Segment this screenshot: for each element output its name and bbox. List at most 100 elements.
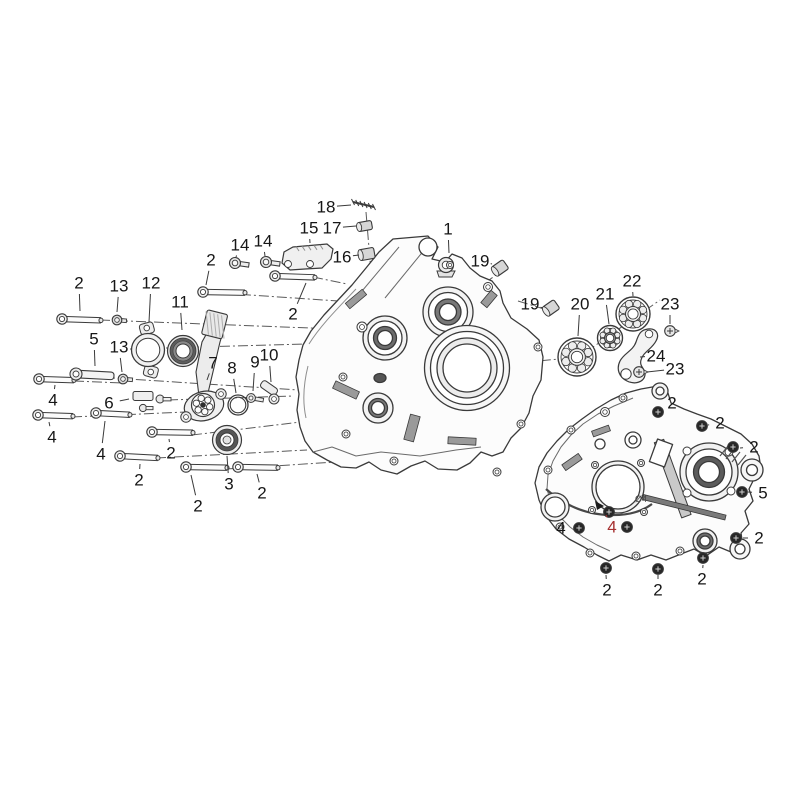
callout-number: 4 [96,445,105,464]
tower-rib [384,248,426,299]
cyl-face [356,222,363,232]
tower-hole [418,237,438,257]
bracket-part-15 [281,243,334,271]
callout-22: 22 [623,272,641,297]
callout-14: 14 [254,232,272,257]
flange-hole [492,467,502,477]
screw-socket [231,259,239,267]
leader-line [577,314,580,337]
bracket-hole [306,260,314,268]
callout-5: 5 [747,484,768,503]
leader-line [53,384,56,390]
installed-bolt-head [621,521,633,533]
callout-2: 2 [74,274,84,312]
left-bore-hole [376,329,394,347]
bracket-pad [260,380,278,396]
shaft-pad [648,438,674,468]
callout-number: 19 [471,252,490,271]
cover-center [135,337,161,363]
rotor-lobe [204,396,212,404]
left-crankcase-half [295,235,544,475]
bolt-tip [312,274,318,281]
hex-bolt-part [114,450,161,462]
rotor-center [200,402,206,408]
block-hatch [221,315,225,339]
callout-number: 24 [647,347,666,366]
callout-number: 20 [571,295,590,314]
nut-center [120,376,126,382]
callout-number: 2 [602,581,611,600]
callout-6: 6 [104,394,130,413]
callout-2: 2 [134,463,144,490]
leader-line [605,304,610,325]
callout-2: 2 [739,438,759,457]
rotor-lobe [192,399,200,407]
hole-inner [447,262,453,268]
flange-hole [618,393,628,403]
bolt-shaft [41,411,74,420]
callout-number: 2 [754,529,763,548]
callout-19: 19 [521,295,544,314]
callout-number: 15 [300,219,319,238]
small-boss [594,438,606,450]
leader-line [119,357,123,373]
bolt-socket [271,272,279,280]
callout-number: 2 [653,581,662,600]
installed-bolt-head [573,522,585,534]
installed-bolt-head [696,420,708,432]
bolt-shaft [206,288,246,296]
thread-tick [372,203,376,211]
bolt-socket [58,315,66,323]
pointer-arrow [595,501,604,510]
callout-16: 16 [333,248,360,267]
callout-number: 2 [749,438,758,457]
o-ring-part-8 [227,394,249,416]
center-axis-line [517,300,545,310]
hole-inner [340,374,346,380]
loose-parts-layer: Ø4 [32,198,748,575]
bolt-shaft [42,375,75,384]
ear-hole [147,368,154,376]
bracket-hatch [313,245,318,251]
bolt-tip [70,413,76,419]
leader-line [252,372,255,392]
bracket-arm [260,380,278,396]
callout-number: 5 [89,330,98,349]
block-hatch [213,313,217,337]
case-lug-hole [734,543,746,555]
flange-hole [341,429,351,439]
callout-4: 4 [48,384,58,410]
hole-inner [633,553,639,559]
cyl-face [541,306,551,317]
leader-line [119,398,130,402]
callout-number: 17 [323,219,342,238]
oring-inner [229,396,247,414]
flange-hole [356,321,368,333]
bolt-shaft [65,315,102,324]
bearing-bore [570,350,584,364]
hex-bolt-part [32,409,76,421]
leader-line [226,455,229,474]
callout-15: 15 [300,219,319,244]
installed-bolt-head [600,562,612,574]
flange-bolt-part-13 [117,373,134,385]
case-bottom-flange [312,446,482,457]
hole-inner [587,550,593,556]
leader-line [352,254,360,257]
leader-line [447,239,450,254]
hole-inner [391,458,397,464]
leader-line [660,407,663,410]
seal-bore [175,343,191,359]
callout-number: 19 [521,295,540,314]
callout-21: 21 [596,285,615,325]
pin-body [77,369,115,381]
callout-number: 21 [596,285,615,304]
callout-12: 12 [142,274,160,323]
callout-number: 4 [47,428,56,447]
flange-hole [516,419,526,429]
case-rib [447,436,477,446]
leader-line [342,225,357,228]
small-screw-shaft [145,406,154,411]
leader-line [93,349,96,367]
bolt-shaft [189,463,228,471]
